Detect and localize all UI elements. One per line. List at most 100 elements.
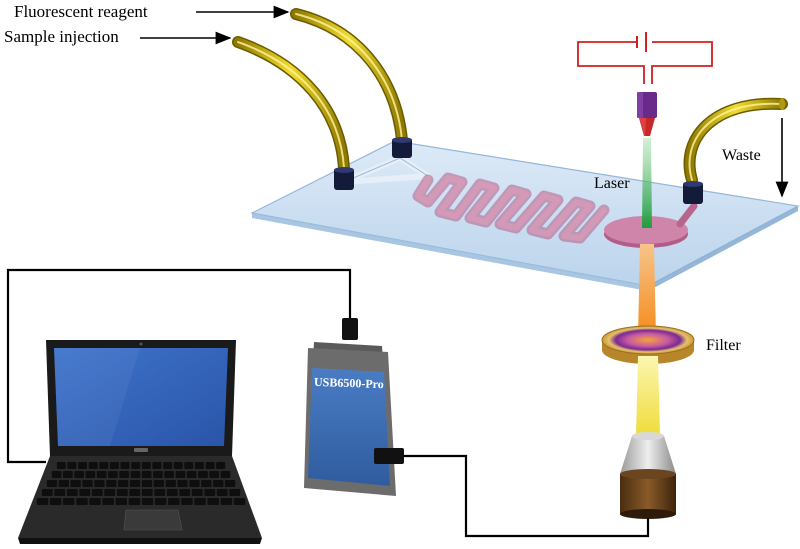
usb-spectrometer-device: [304, 318, 404, 496]
filter: [601, 325, 695, 364]
keyboard-key: [168, 498, 180, 505]
keyboard-key: [189, 480, 200, 487]
keyboard-key: [88, 462, 98, 469]
keyboard-key: [153, 480, 164, 487]
keyboard-key: [209, 471, 219, 478]
keyboard-key: [118, 480, 129, 487]
keyboard-key: [165, 480, 176, 487]
keyboard-key: [224, 480, 236, 487]
keyboard-key: [119, 471, 129, 478]
keyboard-key: [63, 471, 73, 478]
keyboard-key: [99, 462, 109, 469]
laptop-cable: [6, 268, 352, 464]
keyboard-key: [36, 498, 49, 505]
keyboard-key: [131, 462, 141, 469]
keyboard-key: [194, 462, 204, 469]
emission-beam-orange: [638, 244, 656, 338]
keyboard-key: [194, 498, 206, 505]
keyboard-key: [70, 480, 81, 487]
keyboard-key: [74, 471, 84, 478]
keyboard-key: [207, 498, 219, 505]
keyboard-key: [58, 480, 69, 487]
keyboard-key: [108, 471, 118, 478]
fluorescent-reagent-label: Fluorescent reagent: [14, 2, 148, 21]
detector-cable: [404, 454, 650, 538]
fluorescent-reagent-tube: [290, 8, 408, 146]
device-model-label: USB6500-Pro: [313, 374, 385, 392]
keyboard-key: [51, 471, 62, 478]
keyboard-key: [106, 480, 117, 487]
laser-power-circuit: [577, 32, 713, 84]
laptop-touchpad: [123, 509, 183, 531]
laser-beam: [642, 138, 652, 228]
keyboard-key: [213, 480, 224, 487]
keyboard-key: [129, 489, 141, 496]
keyboard-key: [129, 480, 141, 487]
keyboard-key: [102, 498, 114, 505]
serpentine-channel: [412, 172, 610, 244]
keyboard-key: [198, 471, 208, 478]
keyboard-key: [120, 462, 130, 469]
keyboard-key: [233, 498, 246, 505]
sample-injection-tube: [232, 36, 350, 174]
keyboard-key: [173, 462, 183, 469]
keyboard-key: [76, 498, 88, 505]
keyboard-key: [153, 471, 163, 478]
keyboard-key: [175, 471, 186, 478]
keyboard-key: [79, 489, 91, 496]
laptop-keyboard: [36, 462, 246, 505]
keyboard-key: [141, 489, 153, 496]
keyboard-key: [220, 471, 231, 478]
keyboard-key: [166, 489, 178, 496]
keyboard-key: [216, 462, 226, 469]
keyboard-key: [177, 480, 188, 487]
keyboard-key: [141, 471, 152, 478]
keyboard-key: [41, 489, 53, 496]
keyboard-key: [181, 498, 193, 505]
keyboard-key: [141, 498, 154, 505]
filter-label: Filter: [706, 337, 741, 354]
laser-head: [637, 92, 657, 136]
keyboard-key: [56, 462, 66, 469]
detector: [620, 432, 676, 519]
keyboard-key: [67, 462, 77, 469]
keyboard-key: [201, 480, 212, 487]
keyboard-key: [152, 462, 162, 469]
reagent-connector: [392, 137, 412, 158]
keyboard-key: [49, 498, 62, 505]
keyboard-key: [128, 498, 141, 505]
keyboard-key: [82, 480, 93, 487]
sample-connector: [334, 167, 354, 190]
keyboard-key: [154, 489, 166, 496]
keyboard-key: [191, 489, 203, 496]
keyboard-key: [63, 498, 75, 505]
keyboard-key: [216, 489, 228, 496]
keyboard-key: [85, 471, 96, 478]
keyboard-key: [96, 471, 107, 478]
keyboard-key: [179, 489, 191, 496]
detection-chamber: [604, 216, 688, 248]
keyboard-key: [204, 489, 216, 496]
keyboard-key: [186, 471, 197, 478]
waste-channel: [676, 202, 698, 228]
keyboard-key: [109, 462, 119, 469]
keyboard-key: [94, 480, 105, 487]
keyboard-key: [164, 471, 174, 478]
keyboard-key: [141, 462, 151, 469]
keyboard-key: [163, 462, 173, 469]
waste-connector: [683, 181, 703, 204]
laser-label: Laser: [594, 175, 630, 192]
keyboard-key: [78, 462, 87, 469]
keyboard-key: [220, 498, 233, 505]
keyboard-key: [91, 489, 103, 496]
waste-label: Waste: [722, 147, 761, 164]
keyboard-key: [116, 489, 128, 496]
keyboard-key: [89, 498, 101, 505]
keyboard-key: [54, 489, 66, 496]
keyboard-key: [130, 471, 141, 478]
keyboard-key: [141, 480, 153, 487]
keyboard-key: [184, 462, 194, 469]
keyboard-key: [115, 498, 127, 505]
keyboard-key: [66, 489, 78, 496]
